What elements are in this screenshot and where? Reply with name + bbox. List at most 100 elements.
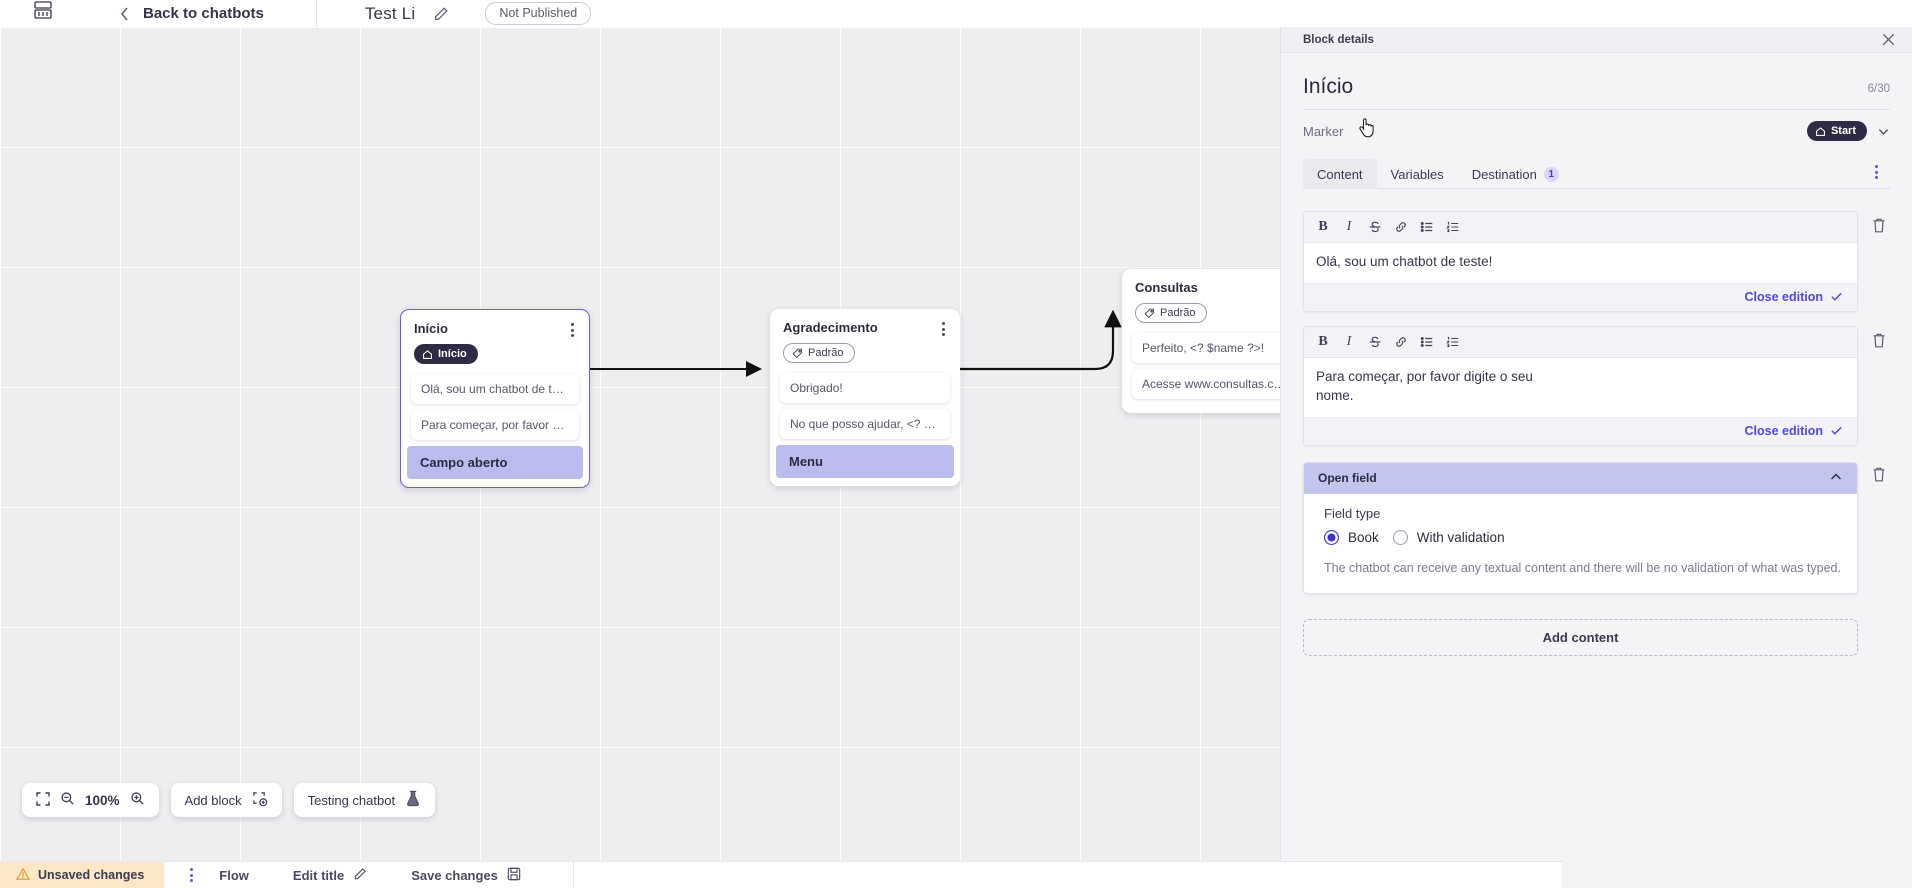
trash-icon[interactable] [1868,462,1890,483]
marker-label: Marker [1303,123,1344,139]
marker-row: Marker Start [1303,110,1890,141]
status-divider [572,861,574,888]
close-edition-label: Close edition [1744,289,1823,304]
strikethrough-icon[interactable] [1362,331,1388,353]
block-header: Agradecimento [770,309,960,338]
block-message[interactable]: Obrigado! [780,373,950,403]
tab-content[interactable]: Content [1303,159,1377,189]
trash-icon[interactable] [1868,211,1890,234]
italic-icon[interactable]: I [1346,333,1352,349]
pencil-icon [353,867,367,884]
add-block-icon [252,791,268,810]
flow-label: Flow [219,867,249,883]
marker-badge[interactable]: Start [1806,121,1867,141]
open-field-body: Field type Book With validation The chat… [1304,494,1857,594]
block-chip[interactable]: Menu [776,445,954,478]
marker-control[interactable]: Start [1806,121,1890,141]
block-message[interactable]: Olá, sou um chatbot de teste! [411,374,579,404]
back-to-chatbots-link[interactable]: Back to chatbots [143,5,264,22]
close-edition-button[interactable]: Close edition [1745,290,1843,304]
edit-title-button[interactable]: Edit title [293,867,367,884]
italic-icon[interactable]: I [1346,219,1352,234]
status-badge: Not Published [485,2,592,25]
zoom-in-icon[interactable] [130,791,145,809]
rich-text-editor[interactable]: B I [1303,211,1858,312]
trash-icon[interactable] [1868,326,1890,349]
editor-toolbar: B I [1304,326,1857,358]
numbered-list-icon[interactable] [1440,331,1466,353]
right-panel: General information Builder Channels Blo… [1280,0,1912,888]
kebab-menu-icon[interactable] [1863,165,1890,188]
bot-title: Test Li [364,3,416,23]
zoom-out-icon[interactable] [60,791,75,809]
block-details-label: Block details [1303,33,1374,46]
destination-count-badge: 1 [1543,167,1559,182]
close-icon[interactable] [1881,32,1896,47]
tab-destination-label: Destination [1471,167,1537,182]
fit-screen-icon[interactable] [36,791,50,809]
block-menu-icon[interactable] [567,321,578,339]
block-message[interactable]: Para começar, por favor digite o ... [411,410,579,440]
kebab-menu-icon[interactable] [190,868,194,882]
chatbot-logo-icon[interactable] [28,0,58,26]
block-badge-row: Padrão [1122,295,1312,333]
editor-text[interactable]: Olá, sou um chatbot de teste! [1304,243,1857,283]
editor-text[interactable]: Para começar, por favor digite o seu nom… [1304,357,1579,417]
open-field-card: Open field Field type Book [1303,461,1858,595]
tab-destination[interactable]: Destination 1 [1458,159,1573,189]
pencil-icon[interactable] [433,6,449,22]
radio-dot[interactable] [1392,529,1408,545]
testing-chatbot-label: Testing chatbot [307,792,396,808]
block-chip[interactable]: Campo aberto [407,446,583,479]
close-edition-button[interactable]: Close edition [1745,424,1843,438]
block-message[interactable]: No que posso ajudar, <? $name ... [780,409,950,439]
close-edition-label: Close edition [1744,423,1823,438]
chevron-up-icon[interactable] [1829,470,1843,487]
bullet-list-icon[interactable] [1414,331,1440,353]
editor-footer: Close edition [1304,282,1857,311]
radio-with-validation[interactable]: With validation [1392,529,1505,545]
add-block-button[interactable]: Add block [170,783,282,817]
flow-button[interactable]: Flow [219,868,249,883]
tab-variables[interactable]: Variables [1377,159,1458,189]
numbered-list-icon[interactable] [1440,216,1466,238]
radio-book[interactable]: Book [1324,529,1379,545]
block-title: Início [414,321,448,336]
status-bar: Unsaved changes Flow Edit title Save cha… [0,861,1562,888]
strikethrough-icon[interactable] [1362,216,1388,238]
content-tabs: Content Variables Destination 1 [1303,158,1890,189]
link-icon[interactable] [1388,331,1414,353]
bold-icon[interactable]: B [1318,219,1328,234]
block-header: Início [401,310,589,339]
zoom-controls[interactable]: 100% [22,783,159,817]
block-title: Consultas [1135,280,1198,295]
bold-icon[interactable]: B [1318,333,1328,349]
testing-chatbot-button[interactable]: Testing chatbot [293,783,436,817]
radio-dot-selected[interactable] [1324,529,1339,545]
chevron-down-icon[interactable] [1877,125,1890,138]
bullet-list-icon[interactable] [1414,216,1440,238]
canvas-toolbar: 100% Add block Testing chatbot [22,783,436,817]
unsaved-changes-label: Unsaved changes [38,868,145,882]
top-divider [315,0,317,27]
page-title: Início [1303,75,1354,98]
warning-triangle-icon [15,866,31,884]
add-block-label: Add block [184,792,242,808]
add-content-button[interactable]: Add content [1303,619,1858,657]
tag-icon [792,348,802,358]
block-message[interactable]: Acesse www.consultas.com par... [1132,369,1302,399]
link-icon[interactable] [1388,216,1414,238]
flow-block-agradecimento[interactable]: Agradecimento Padrão Obrigado! No que po… [770,309,960,486]
open-field-block: Open field Field type Book [1303,461,1890,595]
flow-block-inicio[interactable]: Início Início Olá, sou um chatbot de tes… [400,309,590,488]
char-counter: 6/30 [1867,83,1890,95]
badge-default: Padrão [1135,303,1208,323]
save-changes-button[interactable]: Save changes [411,867,521,884]
chevron-left-icon[interactable] [118,6,131,22]
badge-default-label: Padrão [808,347,844,359]
open-field-header[interactable]: Open field [1304,462,1857,494]
rich-text-editor[interactable]: B I [1303,325,1858,446]
block-message[interactable]: Perfeito, <? $name ?>! [1132,333,1302,363]
check-icon [1831,427,1842,435]
block-menu-icon[interactable] [938,320,949,338]
